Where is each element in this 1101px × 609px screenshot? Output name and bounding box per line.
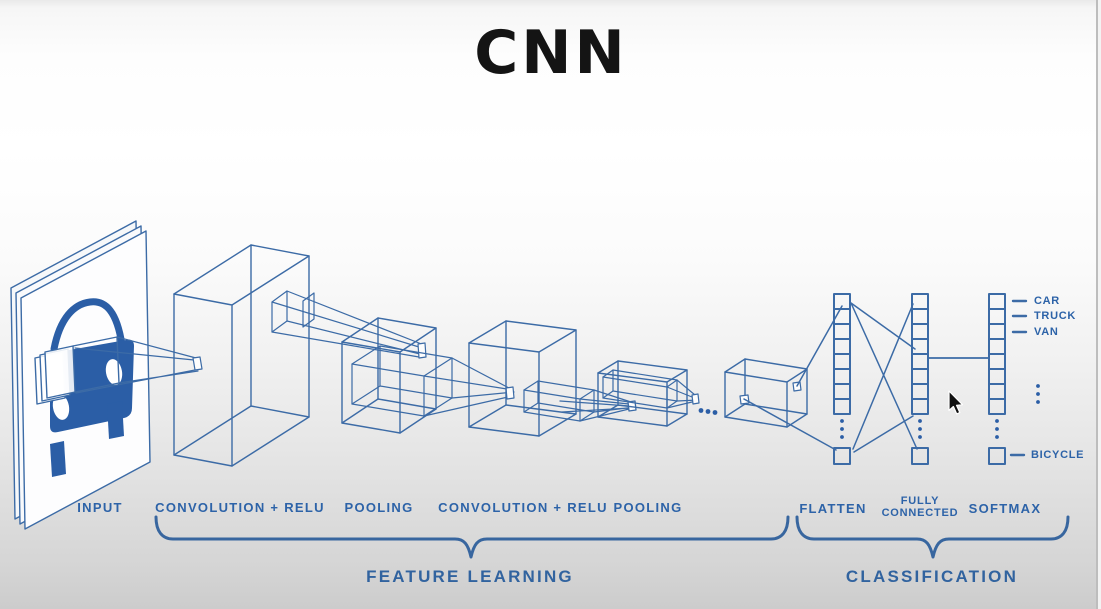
flatten-column <box>833 293 851 465</box>
input-projection <box>74 336 203 394</box>
output-label-bicycle: BICYCLE <box>1031 449 1085 461</box>
final-feature-box <box>724 358 808 428</box>
output-label-van: VAN <box>1034 326 1059 338</box>
fc-cross-connections <box>850 302 918 453</box>
feature-learning-label: FEATURE LEARNING <box>366 567 574 586</box>
ellipsis-dots <box>698 408 718 415</box>
receptive-field-box <box>34 336 120 405</box>
conv2-projection <box>559 389 637 422</box>
output-dashes <box>1009 299 1028 457</box>
page-title: CNN <box>474 18 628 88</box>
layer-label-pool2: POOLING <box>613 500 683 515</box>
layer-label-flatten: FLATTEN <box>799 501 867 516</box>
layer-label-conv2: CONVOLUTION + RELU <box>438 500 608 515</box>
conv1-projection <box>271 290 427 359</box>
layer-label-input: INPUT <box>77 500 123 515</box>
pool2-projection <box>666 379 700 409</box>
layer-label-softmax: SOFTMAX <box>968 501 1042 516</box>
conv1-box <box>173 244 310 467</box>
mouse-cursor <box>948 390 964 415</box>
conv2-inner-box <box>523 380 595 422</box>
layer-label-fully-connected: FULLY CONNECTED <box>881 495 959 519</box>
output-ellipsis <box>1036 384 1040 404</box>
pool1-box <box>341 317 437 434</box>
conv2-box <box>468 320 577 437</box>
fully-connected-line2: CONNECTED <box>881 506 959 519</box>
fc-column <box>911 293 929 465</box>
output-label-truck: TRUCK <box>1034 310 1076 322</box>
layer-label-conv1: CONVOLUTION + RELU <box>155 500 325 515</box>
pool2-box <box>597 360 688 427</box>
output-label-car: CAR <box>1034 295 1060 307</box>
classification-label: CLASSIFICATION <box>845 567 1019 586</box>
layer-label-pool1: POOLING <box>344 500 414 515</box>
softmax-column <box>988 293 1006 465</box>
fully-connected-line1: FULLY <box>900 495 940 507</box>
feature-learning-brace <box>154 515 790 559</box>
classification-brace <box>795 515 1070 559</box>
frame-right-margin <box>1098 0 1101 609</box>
pool1-projection <box>423 357 515 417</box>
frame-right-border <box>1096 0 1098 609</box>
